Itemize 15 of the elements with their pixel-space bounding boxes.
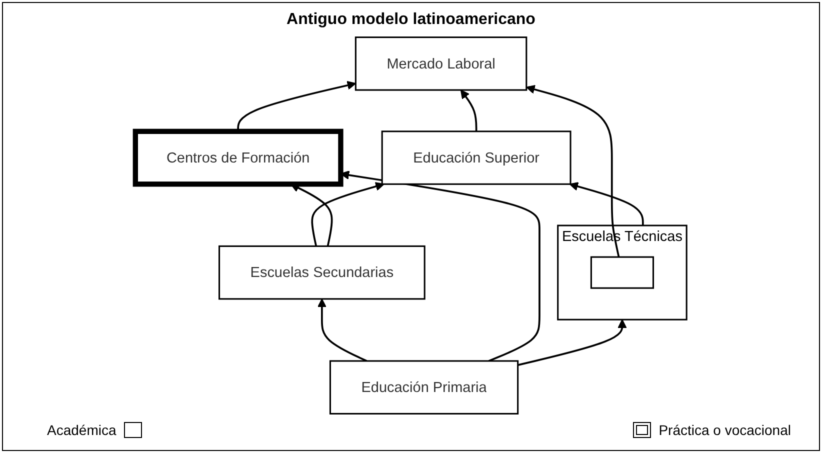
arrow (518, 319, 627, 366)
legend-text: Académica (47, 422, 116, 438)
arrow (311, 182, 384, 246)
arrow (317, 298, 368, 362)
node-box: Centros de Formación (132, 128, 344, 187)
node-box: Educación Primaria (329, 360, 519, 414)
node-box: Escuelas Secundarias (218, 245, 426, 300)
arrow (526, 84, 620, 258)
legend-text: Práctica o vocacional (658, 422, 791, 438)
arrow (460, 90, 478, 132)
node-box (590, 256, 654, 289)
diagram-title: Antiguo modelo latinoamericano (286, 11, 536, 29)
node-box: Educación Superior (381, 130, 572, 185)
node-box: Mercado Laboral (354, 36, 528, 91)
arrow (569, 182, 644, 226)
